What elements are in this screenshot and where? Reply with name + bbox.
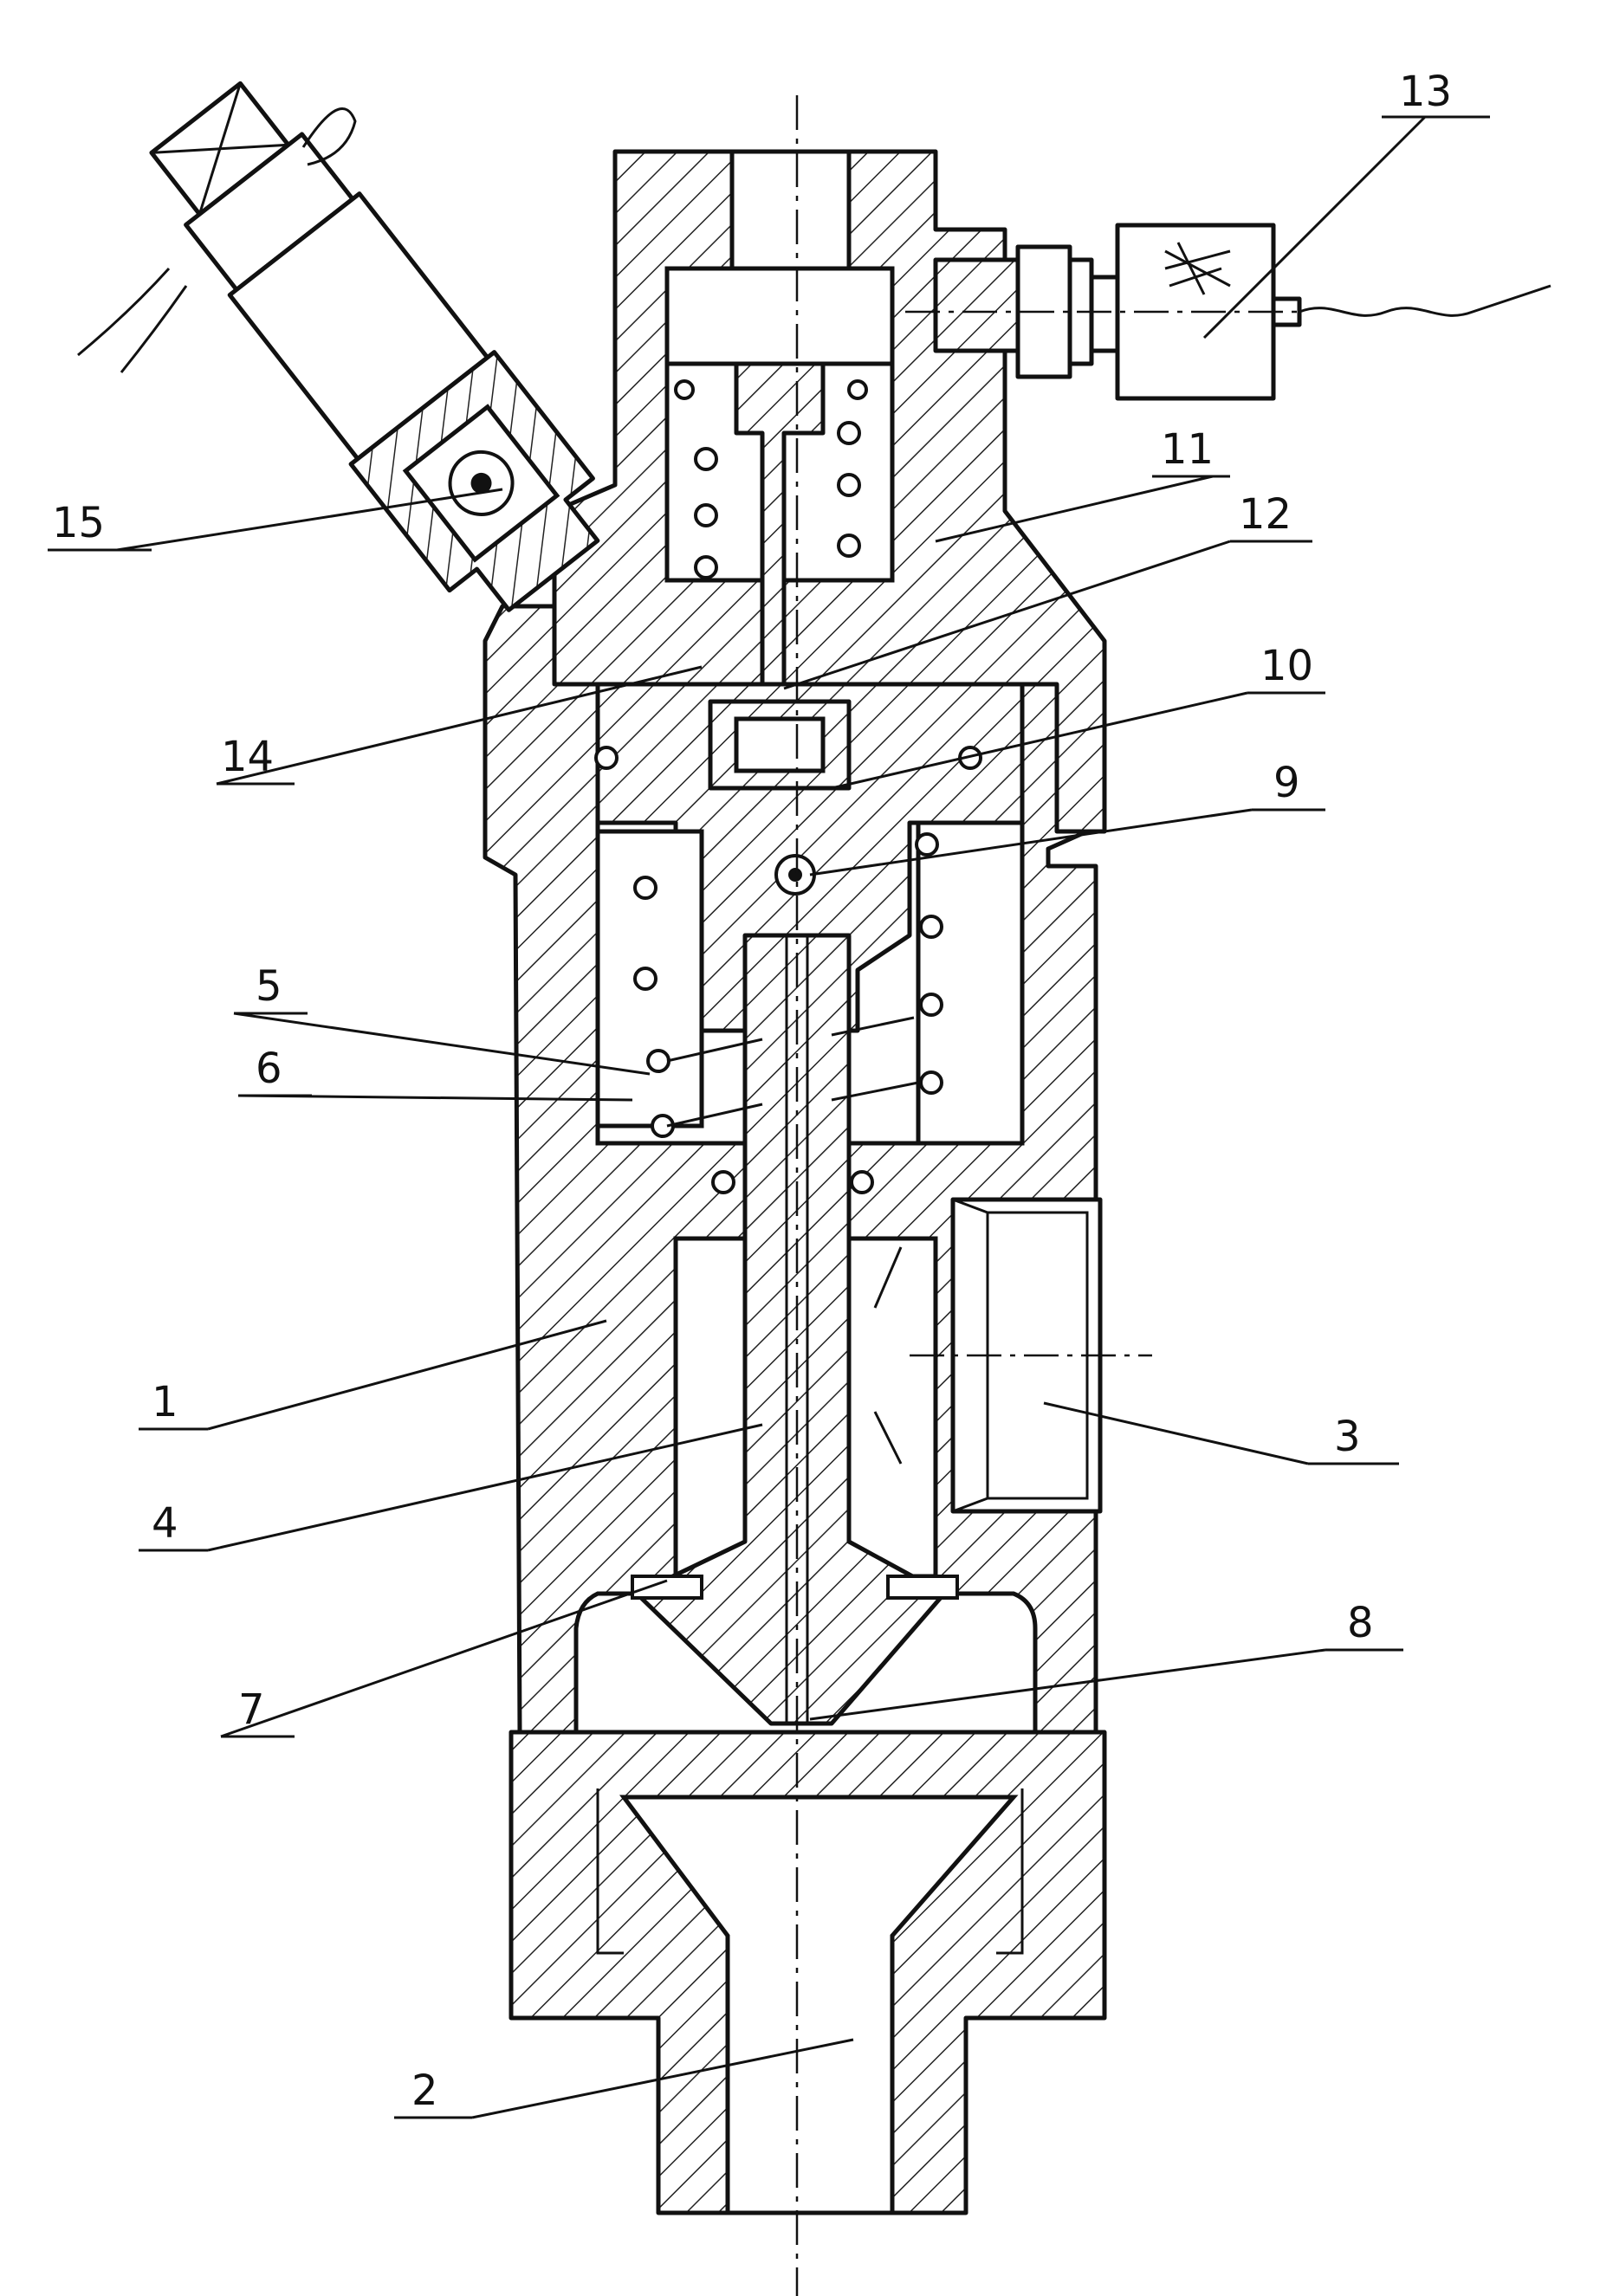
callout-5: 5 xyxy=(256,962,282,1011)
callout-12: 12 xyxy=(1239,490,1292,539)
callout-7: 7 xyxy=(238,1685,265,1734)
actuator-ring xyxy=(301,107,357,166)
callout-10: 10 xyxy=(1260,642,1313,690)
callout-9: 9 xyxy=(1273,759,1300,807)
callout-3: 3 xyxy=(1334,1413,1361,1461)
left-actuator xyxy=(149,81,600,612)
bottom-outlet xyxy=(509,1730,1107,2215)
callout-6: 6 xyxy=(256,1045,282,1093)
callout-8: 8 xyxy=(1347,1599,1374,1647)
callout-labels: 13 11 12 15 10 14 9 5 6 1 3 4 8 7 2 xyxy=(52,68,1452,2115)
actuator-wire-lead-2 xyxy=(120,285,188,373)
callout-11: 11 xyxy=(1161,425,1214,474)
callout-4: 4 xyxy=(152,1499,178,1548)
callout-2: 2 xyxy=(411,2066,438,2115)
actuator-wire-lead xyxy=(77,267,171,357)
central-stem xyxy=(634,933,947,1726)
leader-lines xyxy=(116,115,1427,2119)
callout-1: 1 xyxy=(152,1378,178,1426)
callout-15: 15 xyxy=(52,499,105,547)
callout-14: 14 xyxy=(221,733,274,781)
callout-13: 13 xyxy=(1399,68,1452,116)
callout-underlines xyxy=(48,115,1490,2119)
seal-rings xyxy=(631,1575,959,1600)
spring-coils xyxy=(594,379,982,1194)
